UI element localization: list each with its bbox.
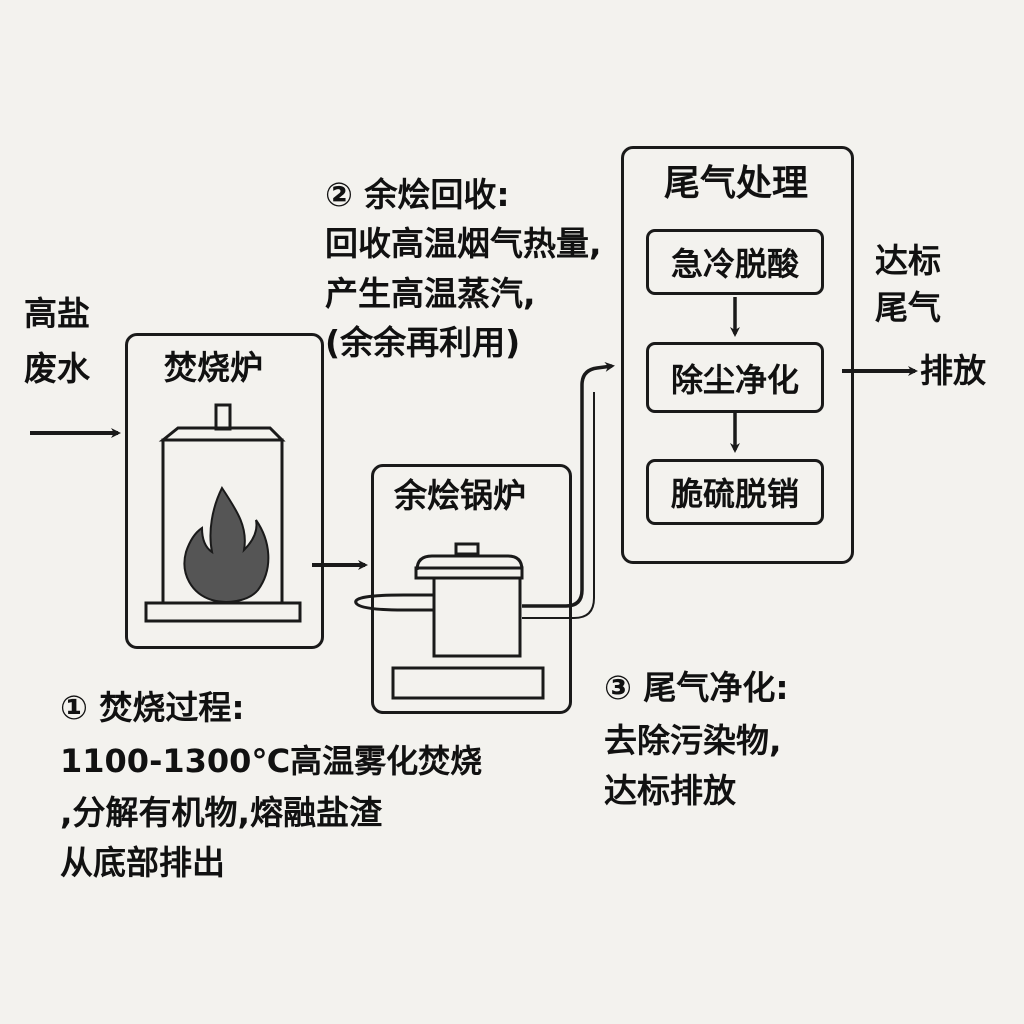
flame-icon: [183, 486, 270, 603]
boiler-to-treatment-pipe: [522, 361, 615, 608]
boiler-title: 余烩锅炉: [394, 476, 526, 515]
recovery-note-line3: (余余再利用): [325, 323, 521, 362]
purification-note-line1: 去除污染物,: [604, 721, 782, 760]
output-label-line2: 尾气: [875, 288, 941, 327]
treatment-step-quench-deacid: 急冷脱酸: [646, 229, 824, 295]
treatment-step-dust-removal: 除尘净化: [646, 342, 824, 413]
treatment-step-desulf-denitr: 脆硫脱销: [646, 459, 824, 525]
incinerator-box: [125, 333, 324, 649]
incineration-note-line2: ,分解有机物,熔融盐渣: [60, 793, 383, 832]
output-action: 排放: [920, 351, 986, 390]
output-label-line1: 达标: [875, 241, 941, 280]
incineration-note-heading: ① 焚烧过程:: [60, 688, 245, 727]
recovery-note-line1: 回收高温烟气热量,: [325, 224, 602, 263]
boiler-to-treatment-pipe-inner: [522, 392, 595, 619]
recovery-note-line2: 产生高温蒸汽,: [325, 274, 536, 313]
treatment-title: 尾气处理: [664, 163, 809, 204]
recovery-note-heading: ② 余烩回收:: [325, 175, 510, 214]
purification-note-line2: 达标排放: [604, 771, 736, 810]
purification-note-heading: ③ 尾气净化:: [604, 668, 789, 707]
incineration-note-line3: 从底部排出: [60, 843, 225, 882]
incinerator-icon: [144, 403, 302, 623]
incineration-note-line1: 1100-1300℃高温雾化焚烧: [60, 742, 483, 780]
boiler-box: [371, 464, 572, 714]
input-label-line1: 高盐: [24, 294, 90, 333]
input-label-line2: 废水: [24, 349, 90, 388]
incinerator-title: 焚烧炉: [164, 348, 263, 387]
treatment-box: [621, 146, 854, 564]
boiler-icon: [354, 542, 545, 700]
